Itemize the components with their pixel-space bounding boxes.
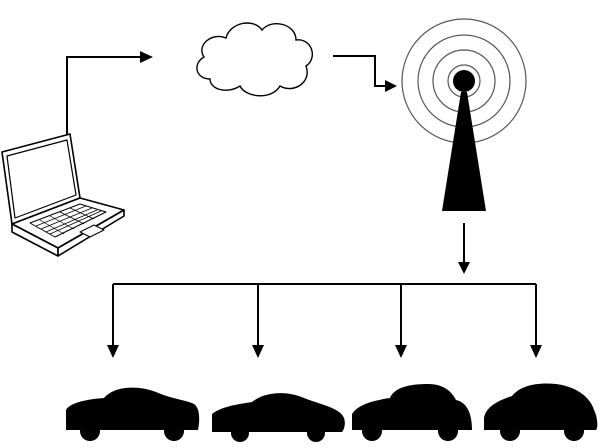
car-icon <box>484 383 598 441</box>
arrow-to-car-1 <box>107 284 119 358</box>
cloud-icon <box>196 22 314 97</box>
arrow-cloud-to-tower <box>333 55 397 92</box>
arrow-to-car-2 <box>252 284 264 358</box>
tower-mast <box>442 92 486 211</box>
arrow-tower-down <box>458 223 470 274</box>
car-icon <box>66 387 200 441</box>
arrow-to-car-4 <box>530 284 542 358</box>
car-icon <box>212 393 345 442</box>
tower-antenna-ball <box>453 70 475 92</box>
arrow-to-car-3 <box>395 284 407 358</box>
arrow-laptop-to-cloud <box>66 51 153 134</box>
radio-tower-icon <box>401 18 527 211</box>
car-icon <box>352 384 472 441</box>
laptop-icon <box>1 133 125 257</box>
